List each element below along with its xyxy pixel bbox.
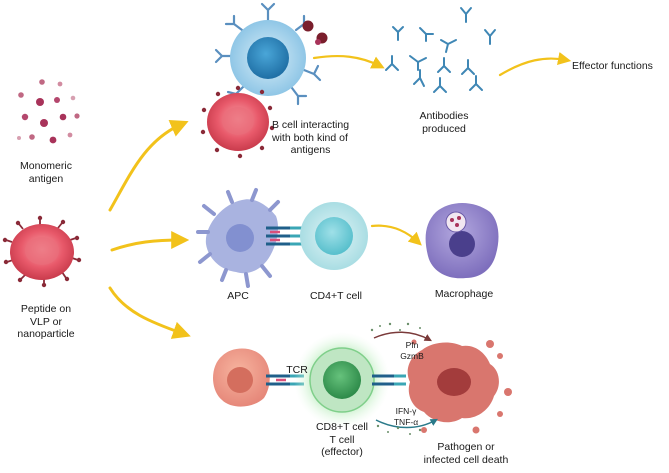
cytotoxic-arrows — [373, 331, 438, 429]
pathway-arrows — [108, 52, 572, 339]
cytokine-speckles — [370, 322, 422, 435]
b-cell-label-line1: B cell interacting — [272, 119, 350, 131]
macrophage-label: Macrophage — [434, 288, 494, 300]
gzmb-label: GzmB — [400, 351, 424, 361]
dying-cell-icon — [407, 339, 512, 434]
vlp-particle-icon — [2, 215, 82, 288]
monomeric-antigen-label: Monomeric antigen — [6, 160, 86, 185]
b-cell-label-line2: with both kind of — [272, 131, 348, 144]
apc-icon — [196, 188, 306, 288]
monomeric-antigen-label-line2: antigen — [28, 172, 64, 185]
apc-label: APC — [227, 290, 249, 302]
cell-death-label: Pathogen or infected cell death — [418, 441, 514, 466]
cd4-t-cell-icon — [300, 202, 368, 270]
peptide-label-line2: VLP or — [30, 315, 62, 328]
cd4-t-cell-label: CD4+T cell — [309, 290, 363, 302]
cell-death-label-line2: infected cell death — [423, 453, 509, 466]
ifn-gamma-label: IFN-γ — [395, 406, 417, 416]
b-cell-particle-icon — [200, 85, 275, 159]
tnf-alpha-label: TNF-α — [393, 417, 419, 427]
peptide-label-line1: Peptide on — [20, 303, 72, 315]
monomeric-antigen-dots — [17, 79, 80, 144]
cd8-t-cell-label: CD8+T cell T cell (effector) — [300, 421, 384, 459]
b-cell-label: B cell interacting with both kind of ant… — [272, 119, 349, 157]
effector-functions-label: Effector functions — [572, 60, 653, 72]
cd8-t-cell-label-line1: CD8+T cell — [315, 421, 369, 433]
antibodies-label-line1: Antibodies — [419, 110, 469, 122]
cd8-t-cell-label-line2: T cell — [329, 433, 355, 446]
pfn-label: Pfn — [405, 340, 419, 350]
cell-death-label-line1: Pathogen or — [437, 441, 495, 453]
peptide-label-line3: nanoparticle — [17, 328, 75, 340]
peptide-label: Peptide on VLP or nanoparticle — [6, 303, 86, 341]
monomeric-antigen-label-line1: Monomeric — [20, 160, 72, 172]
cd8-t-cell-icon — [294, 332, 406, 428]
tcr-label: TCR — [286, 364, 308, 376]
antibodies-label: Antibodies produced — [404, 110, 484, 135]
antibodies-label-line2: produced — [422, 122, 466, 135]
infected-cell-icon — [213, 348, 304, 407]
b-cell-label-line3: antigens — [290, 144, 331, 156]
antibodies-icon — [385, 7, 496, 93]
macrophage-icon — [425, 203, 499, 279]
cd8-t-cell-label-line3: (effector) — [321, 446, 363, 458]
b-cell-icon — [214, 2, 328, 106]
